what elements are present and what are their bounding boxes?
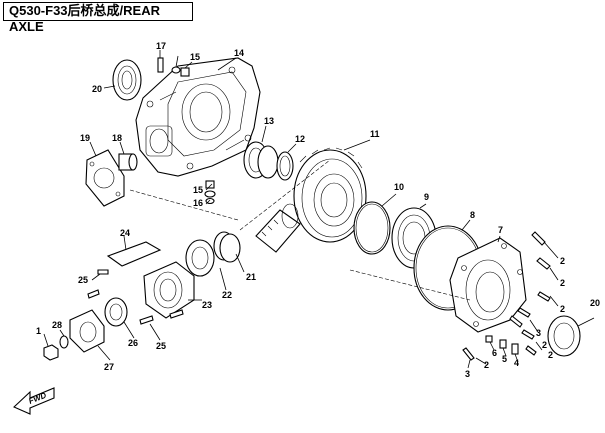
callout-28: 28	[52, 320, 62, 330]
callout-14: 14	[234, 48, 244, 58]
callout-26: 26	[128, 338, 138, 348]
cover-7	[449, 237, 527, 333]
pinion-21	[255, 203, 301, 253]
callout-labels: 1 2 2 2 2 2 2 3 3 4 5 6 7 8 9 10 11 12 1…	[36, 41, 600, 379]
callout-6: 6	[492, 348, 497, 358]
callout-20: 20	[590, 298, 600, 308]
housing-23	[143, 261, 195, 319]
plug-17	[157, 57, 164, 73]
callout-5: 5	[502, 354, 507, 364]
plug-15-top	[180, 67, 190, 77]
callout-17: 17	[156, 41, 166, 51]
bearing-22	[185, 231, 241, 277]
bolt-3	[509, 315, 523, 328]
callout-23: 23	[202, 300, 212, 310]
callout-12: 12	[295, 134, 305, 144]
diagram-title: Q530-F33后桥总成/REAR AXLE	[3, 2, 193, 34]
callout-18: 18	[112, 133, 122, 143]
callout-13: 13	[264, 116, 274, 126]
callout-10: 10	[394, 182, 404, 192]
plate-24	[106, 241, 162, 267]
callout-25: 25	[78, 275, 88, 285]
callout-9: 9	[424, 192, 429, 202]
seal-26	[104, 297, 128, 327]
fwd-arrow-icon: FWD	[13, 387, 55, 415]
callout-15: 15	[190, 52, 200, 62]
shim-12	[276, 151, 294, 181]
o-ring-10	[353, 201, 391, 255]
callout-8: 8	[470, 210, 475, 220]
housing-14	[135, 57, 261, 177]
callout-11: 11	[370, 129, 380, 139]
callout-2: 2	[560, 304, 565, 314]
washer-16	[204, 190, 216, 205]
plug-15-bottom	[205, 180, 215, 189]
washer-10	[171, 66, 181, 74]
flange-27	[69, 309, 105, 353]
callout-16: 16	[193, 198, 203, 208]
washer-28	[59, 335, 69, 349]
callout-25: 25	[156, 341, 166, 351]
bearing-18	[118, 153, 138, 171]
bolts-2	[462, 231, 551, 361]
callout-2: 2	[484, 360, 489, 370]
callout-3: 3	[465, 369, 470, 379]
callout-22: 22	[222, 290, 232, 300]
leader-lines	[43, 50, 595, 369]
callout-21: 21	[246, 272, 256, 282]
bolts-25	[87, 269, 184, 325]
bearing-13	[243, 141, 279, 179]
callout-4: 4	[514, 358, 519, 368]
callout-20: 20	[92, 84, 102, 94]
seal-20-right	[547, 315, 581, 357]
callout-27: 27	[104, 362, 114, 372]
nut-6-washer-5-bolt-4	[485, 335, 519, 355]
callout-7: 7	[498, 225, 503, 235]
nut-1	[43, 344, 59, 361]
gasket-19	[85, 149, 125, 207]
seal-20-top	[112, 59, 142, 101]
callout-15: 15	[193, 185, 203, 195]
callout-2: 2	[560, 278, 565, 288]
callout-1: 1	[36, 326, 41, 336]
callout-2: 2	[548, 350, 553, 360]
ring-gear-11	[293, 147, 367, 243]
callout-24: 24	[120, 228, 130, 238]
callout-19: 19	[80, 133, 90, 143]
callout-2: 2	[542, 340, 547, 350]
callout-2: 2	[560, 256, 565, 266]
callout-3: 3	[536, 328, 541, 338]
